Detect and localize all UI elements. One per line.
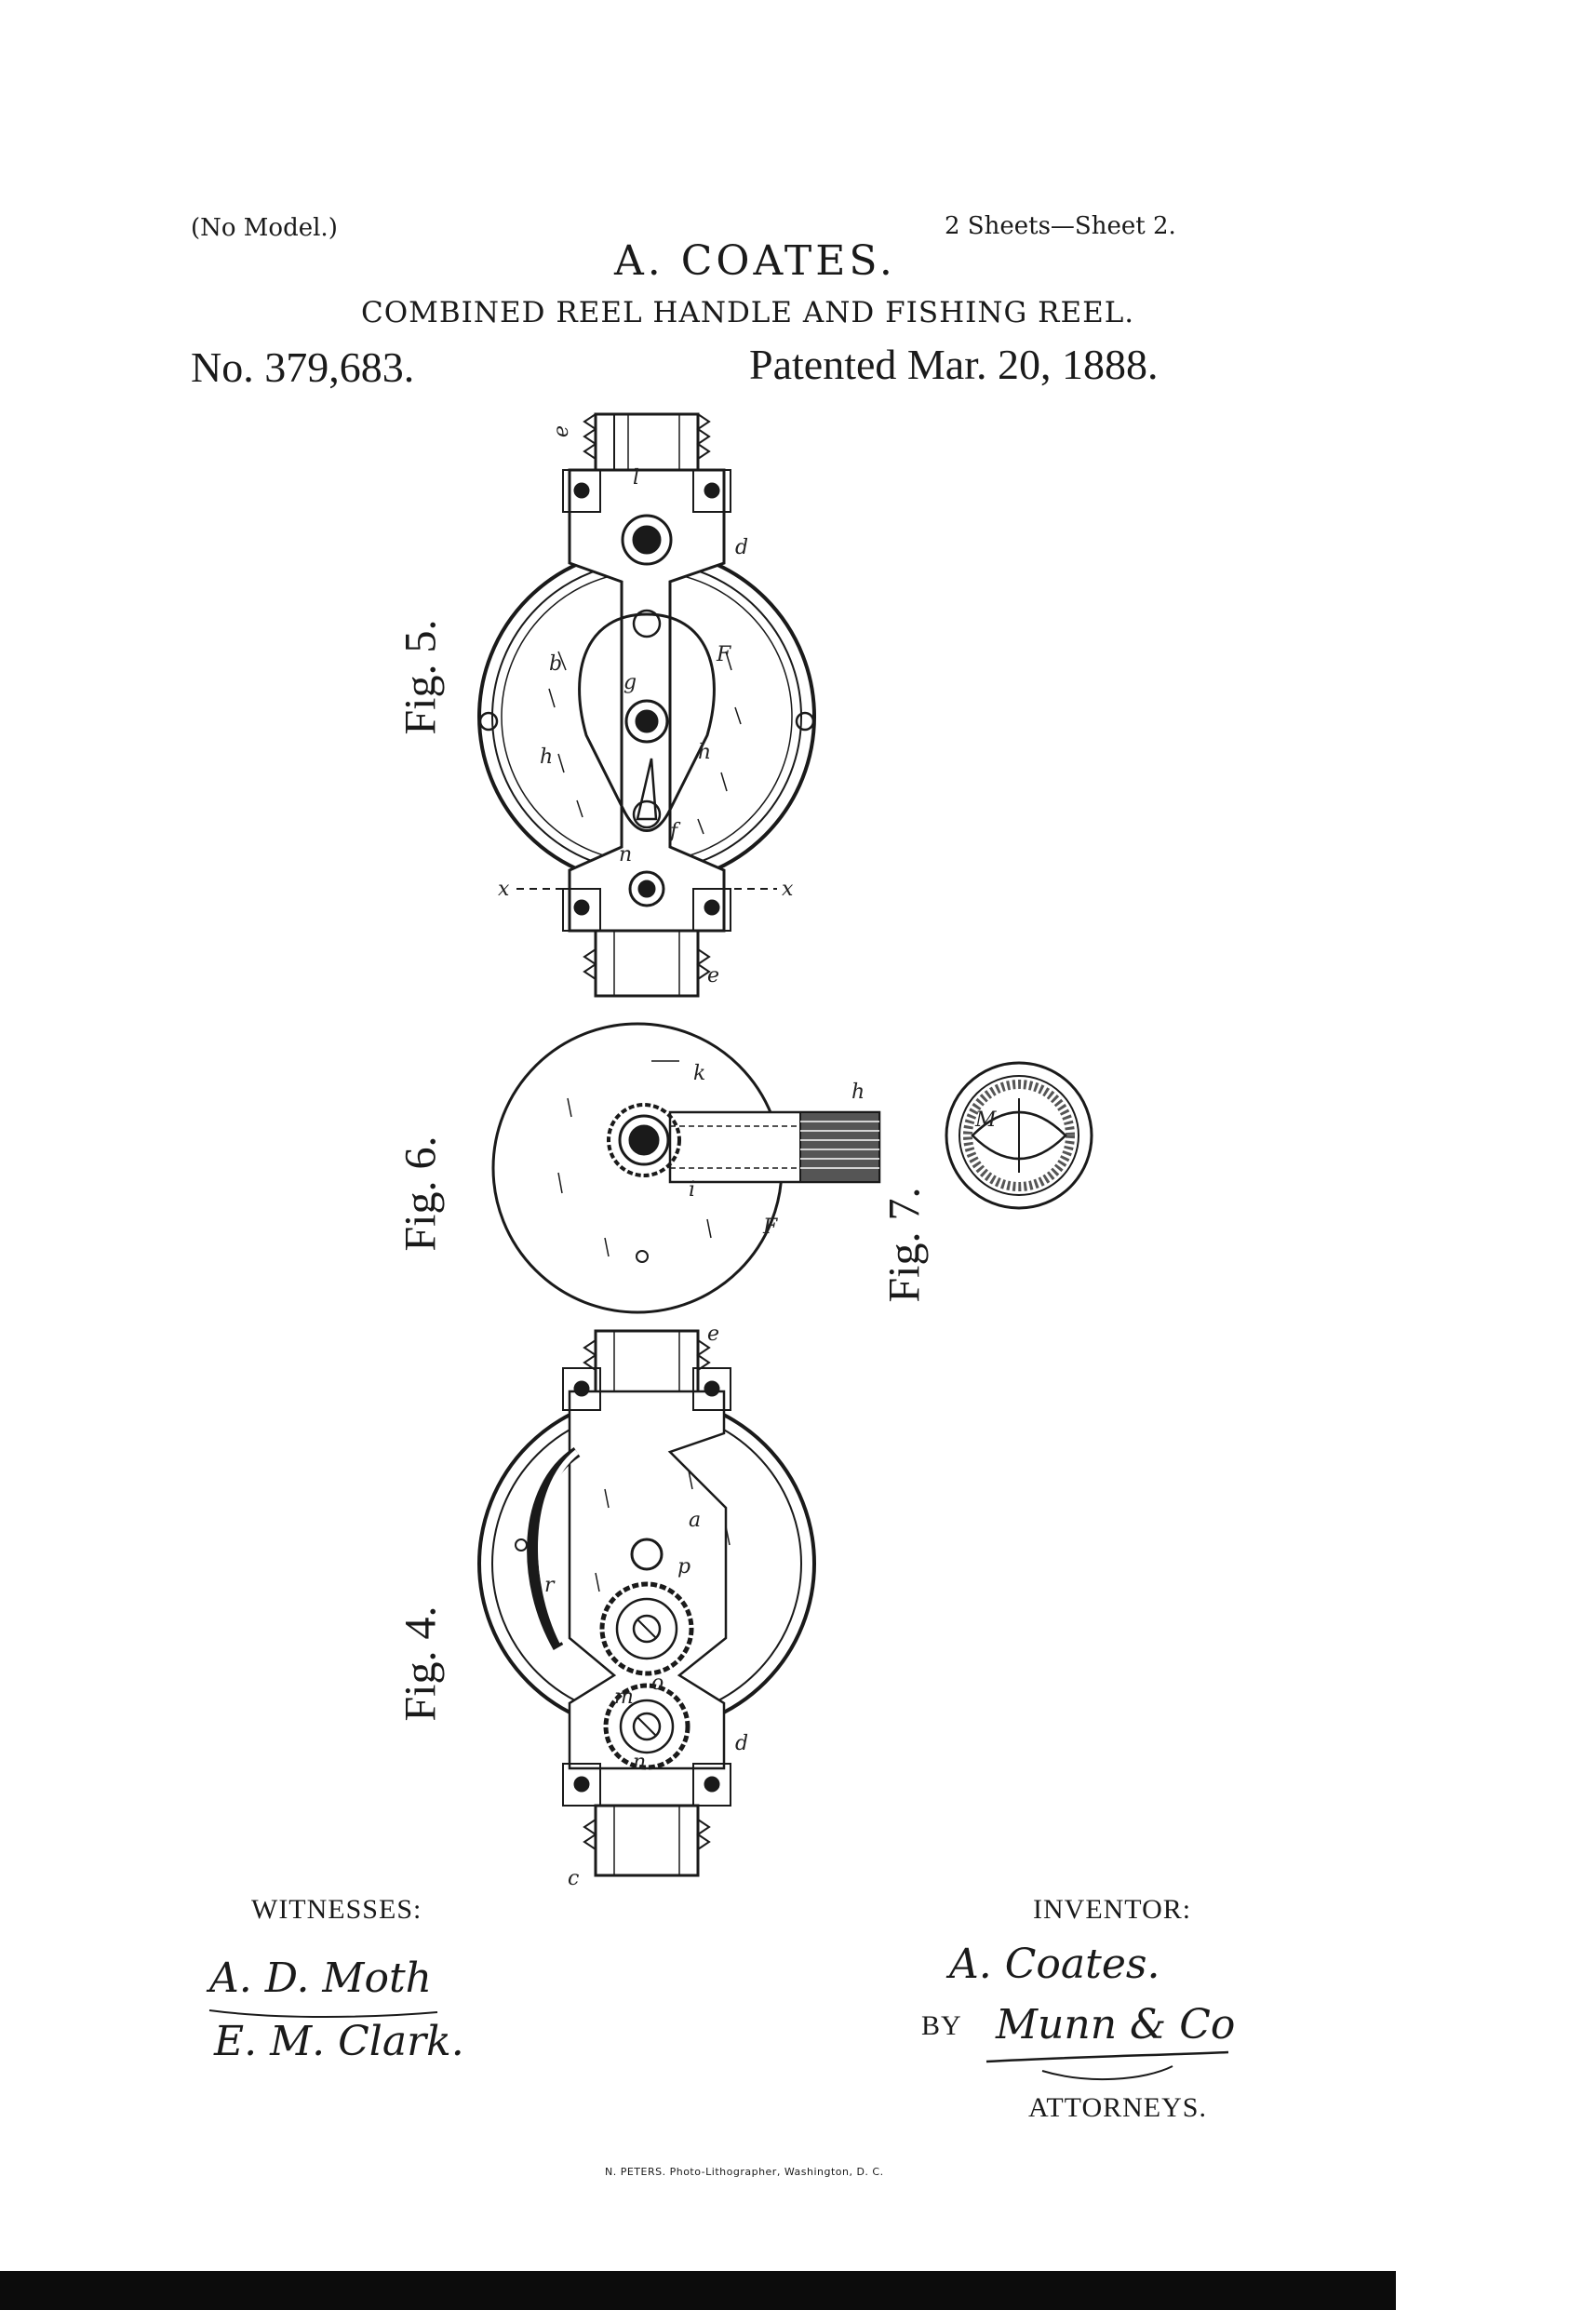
fig4-ref-m: m: [614, 1686, 634, 1709]
fig5-drawing: [477, 412, 816, 998]
attorneys-label: ATTORNEYS.: [1028, 2092, 1207, 2123]
fig7-ref-M: M: [974, 1108, 997, 1132]
by-label: BY: [921, 2010, 962, 2041]
fig5-ref-l: l: [633, 466, 639, 490]
fig5-label: Fig. 5.: [396, 619, 446, 735]
inventor-name: A. COATES.: [614, 237, 896, 285]
fig5-ref-f: f: [668, 820, 681, 843]
fig4-ref-r: r: [544, 1574, 556, 1597]
fig5-ref-g: g: [623, 671, 637, 694]
fig5-ref-h-left: h: [540, 746, 553, 769]
lithographer-imprint: N. PETERS. Photo-Lithographer, Washingto…: [605, 2166, 884, 2178]
attorney-signature: Munn & Co: [996, 2001, 1236, 2049]
patent-number: No. 379,683.: [191, 343, 415, 391]
fig4-ref-e-top: e: [707, 1323, 719, 1346]
witnesses-label: WITNESSES:: [251, 1894, 422, 1925]
fig4-ref-n: n: [633, 1751, 646, 1774]
patent-date: Patented Mar. 20, 1888.: [749, 341, 1159, 388]
fig5-ref-d: d: [735, 536, 748, 559]
fig6-ref-F: F: [762, 1216, 778, 1239]
witness-2-signature: E. M. Clark.: [214, 2018, 464, 2065]
fig5-ref-x-right: x: [782, 878, 794, 901]
scan-border-bar: [0, 2271, 1396, 2310]
fig5-ref-F: F: [716, 643, 731, 666]
sheets-note: 2 Sheets—Sheet 2.: [945, 212, 1176, 240]
witness-1-signature: A. D. Moth: [209, 1955, 432, 2002]
model-note: (No Model.): [191, 214, 338, 242]
fig4-ref-d: d: [735, 1732, 748, 1755]
fig4-label: Fig. 4.: [396, 1605, 446, 1722]
fig5-ref-h-right: h: [698, 741, 711, 764]
fig6-ref-i: i: [689, 1178, 695, 1202]
fig5-ref-x-left: x: [498, 878, 510, 901]
inventor-signature: A. Coates.: [949, 1941, 1160, 1988]
fig5-ref-b: b: [549, 652, 562, 676]
fig6-ref-h: h: [851, 1081, 865, 1104]
fig5-ref-e-top: e: [550, 425, 573, 437]
fig5-ref-n: n: [619, 843, 632, 866]
fig4-ref-p: p: [677, 1555, 690, 1578]
fig7-drawing: [945, 1061, 1093, 1210]
fig5-ref-e-bottom: e: [707, 964, 719, 987]
fig6-ref-k: k: [693, 1062, 705, 1085]
fig4-ref-a: a: [689, 1509, 701, 1532]
fig4-ref-o: o: [651, 1672, 664, 1695]
fig4-drawing: [477, 1329, 816, 1877]
fig7-label: Fig. 7.: [879, 1187, 930, 1303]
fig6-drawing: [491, 1022, 881, 1314]
patent-title: COMBINED REEL HANDLE AND FISHING REEL.: [361, 296, 1135, 329]
fig4-ref-c: c: [568, 1867, 579, 1890]
inventor-label: INVENTOR:: [1033, 1894, 1192, 1925]
fig6-label: Fig. 6.: [396, 1135, 446, 1252]
